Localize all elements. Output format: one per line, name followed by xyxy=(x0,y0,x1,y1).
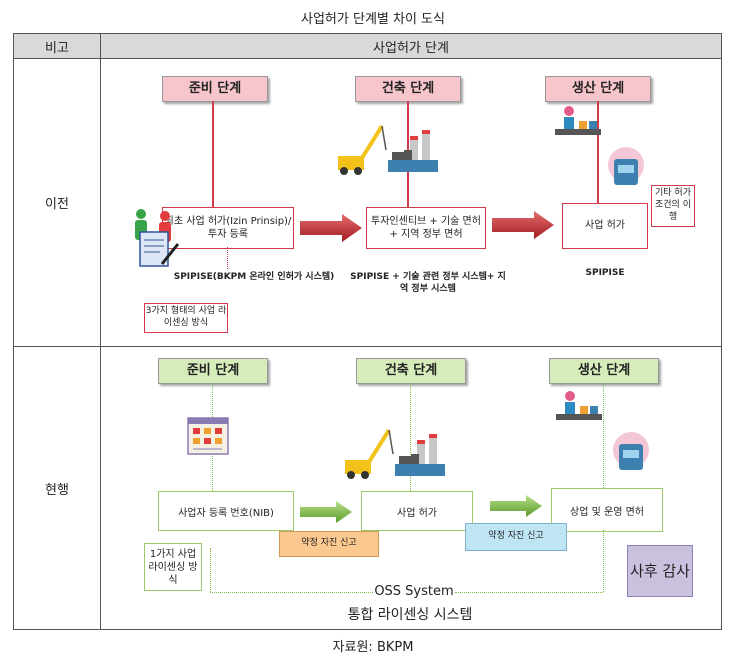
robot-machine-icon xyxy=(606,145,646,191)
figure-title: 사업허가 단계별 차이 도식 xyxy=(0,8,746,27)
before-caption-spipise-combined: SPIPISE + 기술 관련 정부 시스템+ 지역 정부 시스템 xyxy=(348,272,508,295)
production-worker-icon xyxy=(553,103,603,143)
oss-bracket-bottom-right xyxy=(455,592,603,593)
robot-machine-icon-current xyxy=(611,430,651,476)
current-commit-notice-2: 약정 자진 신고 xyxy=(465,523,567,551)
header-remarks: 비고 xyxy=(14,34,101,59)
before-box-incentive: 투자인센티브 + 기술 면허+ 지역 정부 면허 xyxy=(366,207,486,249)
before-caption-spipise: SPIPISE xyxy=(570,268,640,280)
before-arrow-1 xyxy=(300,214,362,242)
integrated-licensing-system-label: 통합 라이센싱 시스템 xyxy=(300,604,520,624)
oss-system-label: OSS System xyxy=(373,584,455,599)
production-worker-icon-current xyxy=(554,388,604,428)
table-header-row: 비고 사업허가 단계 xyxy=(14,34,722,59)
before-stage-prod: 생산 단계 xyxy=(545,76,651,102)
before-note-other-conditions: 기타 허가 조건의 이행 xyxy=(651,185,695,227)
before-box-business-license: 사업 허가 xyxy=(562,203,648,249)
before-stage-build: 건축 단계 xyxy=(355,76,461,102)
current-box-nib: 사업자 등록 번호(NIB) xyxy=(158,491,294,531)
oss-bracket-bottom-left xyxy=(210,592,373,593)
current-note-one-method: 1가지 사업 라이센싱 방식 xyxy=(144,543,202,591)
before-note-three-methods: 3가지 형태의 사업 라이센싱 방식 xyxy=(144,303,228,333)
current-commit-notice-1: 약정 자진 신고 xyxy=(279,531,379,557)
post-audit-box: 사후 감사 xyxy=(627,545,693,597)
construction-factory-icon-current xyxy=(343,424,447,480)
header-license-stage: 사업허가 단계 xyxy=(101,34,722,59)
current-arrow-1 xyxy=(300,501,352,523)
construction-factory-icon xyxy=(336,120,440,176)
source-caption: 자료원: BKPM xyxy=(0,636,746,655)
current-stage-build: 건축 단계 xyxy=(356,358,466,384)
current-stage-prep: 준비 단계 xyxy=(158,358,268,384)
registration-form-icon xyxy=(186,416,230,456)
oss-bracket-left xyxy=(210,548,211,592)
current-arrow-2 xyxy=(490,495,542,517)
before-arrow-2 xyxy=(492,211,554,239)
row-label-before: 이전 xyxy=(14,59,101,347)
row-label-current: 현행 xyxy=(14,347,101,630)
oss-bracket-right xyxy=(603,530,604,592)
people-document-icon xyxy=(130,208,192,270)
current-box-commercial-license: 상업 및 운영 면허 xyxy=(551,488,663,532)
before-dotted-line xyxy=(227,247,228,269)
before-connector-1 xyxy=(212,101,214,207)
before-caption-spipise-bkpm: SPIPISE(BKPM 온라인 인허가 시스템) xyxy=(164,272,344,284)
before-stage-prep: 준비 단계 xyxy=(162,76,268,102)
current-box-business-license: 사업 허가 xyxy=(361,491,473,531)
current-stage-prod: 생산 단계 xyxy=(549,358,659,384)
